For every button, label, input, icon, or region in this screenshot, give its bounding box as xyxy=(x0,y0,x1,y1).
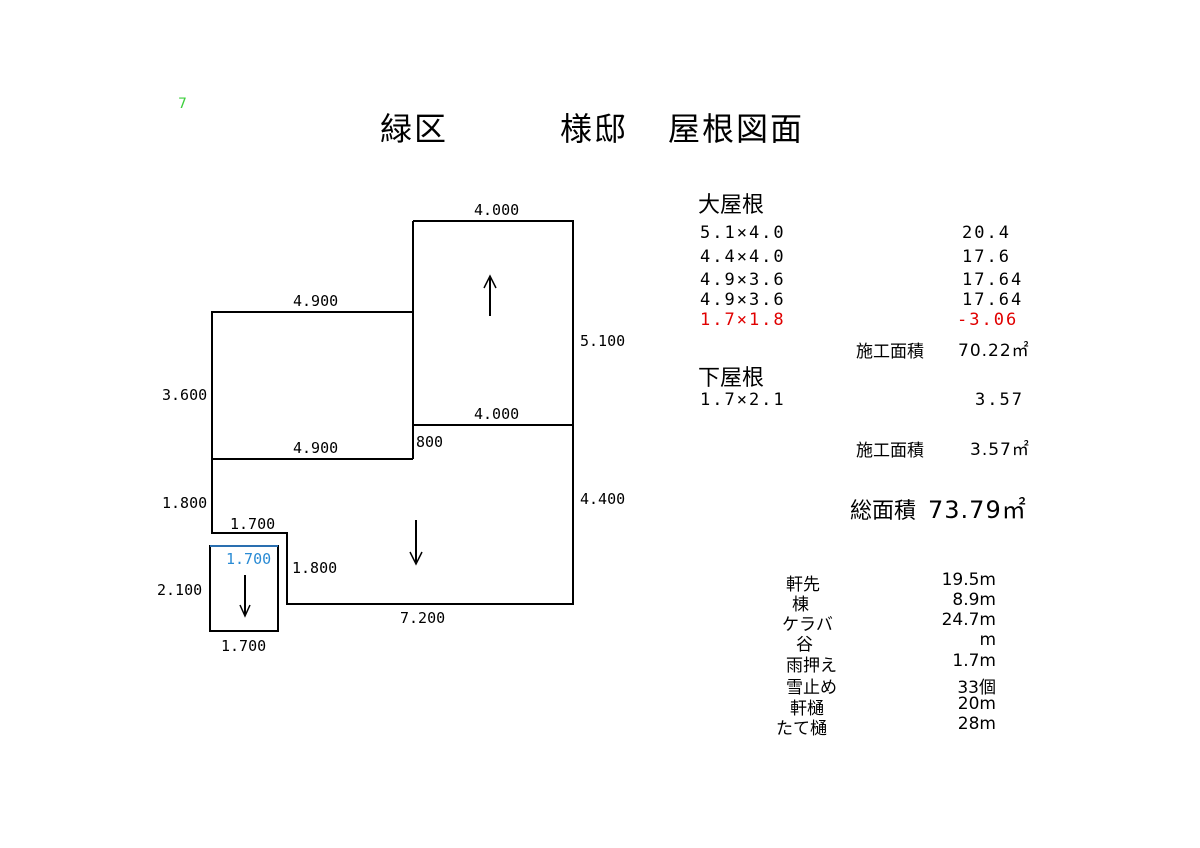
material-name: 雨押え xyxy=(786,656,837,676)
arrow-down-icon xyxy=(409,551,423,566)
material-name: 雪止め xyxy=(786,678,837,698)
roof-outline xyxy=(211,220,574,605)
arrow-up-icon xyxy=(483,274,497,289)
dim-bottom-width: 7.200 xyxy=(400,609,446,627)
lower-roof-heading: 下屋根 xyxy=(698,366,765,391)
title-suffix: 様邸 xyxy=(560,110,629,148)
main-roof-deduction-value: -3.06 xyxy=(957,310,1019,330)
page-number: 7 xyxy=(178,96,187,112)
dim-left-lower-height: 1.800 xyxy=(162,494,208,512)
dim-small-top-width: 1.700 xyxy=(226,550,272,568)
main-roof-heading: 大屋根 xyxy=(698,193,765,218)
main-roof-row-value: 17.6 xyxy=(962,247,1011,267)
dim-step: 800 xyxy=(416,433,444,451)
main-roof-row-value: 20.4 xyxy=(962,223,1011,243)
lower-roof-row-value: 3.57 xyxy=(975,390,1024,410)
main-roof-row-expr: 5.1×4.0 xyxy=(700,223,786,243)
main-roof-row-value: 17.64 xyxy=(962,290,1024,310)
title-ward: 緑区 xyxy=(380,110,449,148)
material-value: 28m xyxy=(957,714,996,734)
material-name: ケラバ xyxy=(782,615,833,635)
lower-roof-row-expr: 1.7×2.1 xyxy=(700,390,786,410)
dim-notch-height: 1.800 xyxy=(292,559,338,577)
main-roof-row-expr: 4.4×4.0 xyxy=(700,247,786,267)
main-roof-deduction-expr: 1.7×1.8 xyxy=(700,310,786,330)
lower-roof-area-value: 3.57㎡ xyxy=(970,440,1030,460)
material-name: 軒先 xyxy=(786,575,820,595)
material-value: 1.7m xyxy=(952,651,996,671)
dim-left-width: 4.900 xyxy=(293,292,339,310)
material-value: 33個 xyxy=(957,678,996,698)
dim-mid-width: 4.000 xyxy=(474,405,520,423)
dim-right-height: 5.100 xyxy=(580,332,626,350)
material-value: 19.5m xyxy=(941,570,996,590)
dim-mid-left-width: 4.900 xyxy=(293,439,339,457)
main-roof-area-value: 70.22㎡ xyxy=(958,341,1030,361)
arrow-down-small-icon xyxy=(239,604,251,618)
total-area-label: 総面積 xyxy=(850,499,917,524)
page-title: 屋根図面 xyxy=(668,110,805,148)
material-value: 20m xyxy=(957,694,996,714)
material-value: 24.7m xyxy=(941,610,996,630)
lower-roof-area-label: 施工面積 xyxy=(856,441,924,461)
main-roof-row-expr: 4.9×3.6 xyxy=(700,290,786,310)
main-roof-row-value: 17.64 xyxy=(962,270,1024,290)
dim-top-right-width: 4.000 xyxy=(474,201,520,219)
main-roof-row-expr: 4.9×3.6 xyxy=(700,270,786,290)
dim-small-bottom-width: 1.700 xyxy=(221,637,267,655)
total-area-value: 73.79㎡ xyxy=(928,496,1027,524)
dim-small-height: 2.100 xyxy=(157,581,203,599)
material-name: 軒樋 xyxy=(790,699,824,719)
dim-left-height: 3.600 xyxy=(162,386,208,404)
material-name: 棟 xyxy=(792,595,809,615)
main-roof-area-label: 施工面積 xyxy=(856,342,924,362)
material-value: 8.9m xyxy=(952,590,996,610)
material-name: たて樋 xyxy=(776,719,827,739)
dim-lower-right-height: 4.400 xyxy=(580,490,626,508)
dim-notch-width: 1.700 xyxy=(230,515,276,533)
material-name: 谷 xyxy=(796,635,813,655)
material-value: m xyxy=(979,630,996,650)
